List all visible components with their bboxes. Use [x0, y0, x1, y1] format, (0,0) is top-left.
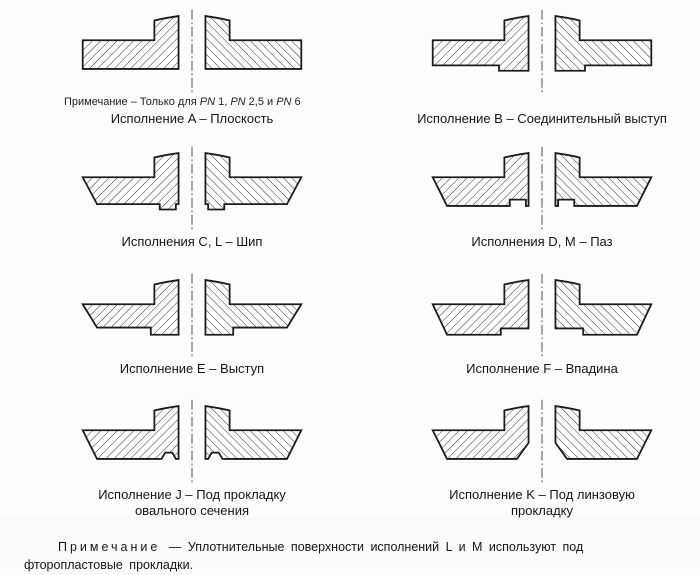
- flange-half-right: [554, 278, 653, 336]
- figure-k: Исполнение K – Под линзовую прокладку: [416, 398, 668, 520]
- flange-diagram-k: [431, 399, 653, 482]
- flange-half-right: [204, 15, 303, 70]
- flange-half-left: [81, 278, 180, 336]
- note-text: 1,: [215, 96, 231, 108]
- footnote-label: Примечание: [58, 540, 161, 555]
- flange-diagram-j: [81, 399, 303, 482]
- figure-e-caption: Исполнение E – Выступ: [119, 360, 265, 376]
- flange-diagram-f: [431, 273, 653, 356]
- figure-cl: Исполнения C, L – Шип: [66, 145, 318, 250]
- figure-cl-caption: Исполнения C, L – Шип: [121, 234, 263, 250]
- flange-half-right: [204, 404, 303, 460]
- figure-dm-caption: Исполнения D, M – Паз: [471, 234, 613, 250]
- flange-half-left: [431, 152, 530, 208]
- standard-page: Примечание – Только для PN 1, PN 2,5 и P…: [24, 9, 667, 573]
- flange-diagram-cl: [81, 147, 303, 230]
- flange-diagram-dm: [431, 147, 653, 230]
- flange-half-right: [204, 152, 303, 211]
- figure-j-caption: Исполнение J – Под прокладку овального с…: [98, 486, 286, 518]
- flange-half-right: [554, 404, 653, 460]
- figure-f-caption: Исполнение F – Впадина: [466, 360, 618, 376]
- figure-a-note: Примечание – Только для PN 1, PN 2,5 и P…: [26, 96, 301, 108]
- figures-grid: Примечание – Только для PN 1, PN 2,5 и P…: [0, 8, 700, 524]
- pn-italic: PN: [276, 96, 292, 108]
- flange-half-left: [431, 278, 530, 336]
- note-text: 6: [291, 96, 301, 108]
- flange-diagram-b: [431, 9, 653, 93]
- figure-dm: Исполнения D, M – Паз: [416, 145, 668, 250]
- note-text: Примечание – Только для: [64, 96, 200, 108]
- pn-italic: PN: [199, 96, 216, 108]
- flange-half-left: [81, 404, 180, 460]
- figure-a-caption: Исполнение A – Плоскость: [110, 111, 274, 126]
- figure-b: Исполнение B – Соединительный выступ: [376, 8, 700, 127]
- flange-diagram-e: [81, 273, 303, 356]
- figure-k-caption: Исполнение K – Под линзовую прокладку: [449, 486, 635, 518]
- figure-e: Исполнение E – Выступ: [66, 272, 318, 377]
- figure-b-caption: Исполнение B – Соединительный выступ: [417, 111, 667, 126]
- flange-half-left: [81, 152, 180, 211]
- figure-f: Исполнение F – Впадина: [416, 272, 668, 377]
- pn-italic: PN: [230, 96, 246, 108]
- flange-half-right: [204, 278, 303, 336]
- figure-a: Примечание – Только для PN 1, PN 2,5 и P…: [26, 8, 358, 127]
- footnote: Примечание — Уплотнительные поверхности …: [24, 538, 676, 574]
- flange-half-right: [554, 15, 653, 72]
- flange-half-left: [431, 15, 530, 72]
- flange-half-left: [431, 404, 530, 460]
- flange-half-right: [554, 152, 653, 208]
- flange-diagram-a: [81, 9, 303, 93]
- figure-j: Исполнение J – Под прокладку овального с…: [66, 398, 318, 520]
- note-text: 2,5 и: [245, 96, 277, 108]
- flange-half-left: [81, 15, 180, 70]
